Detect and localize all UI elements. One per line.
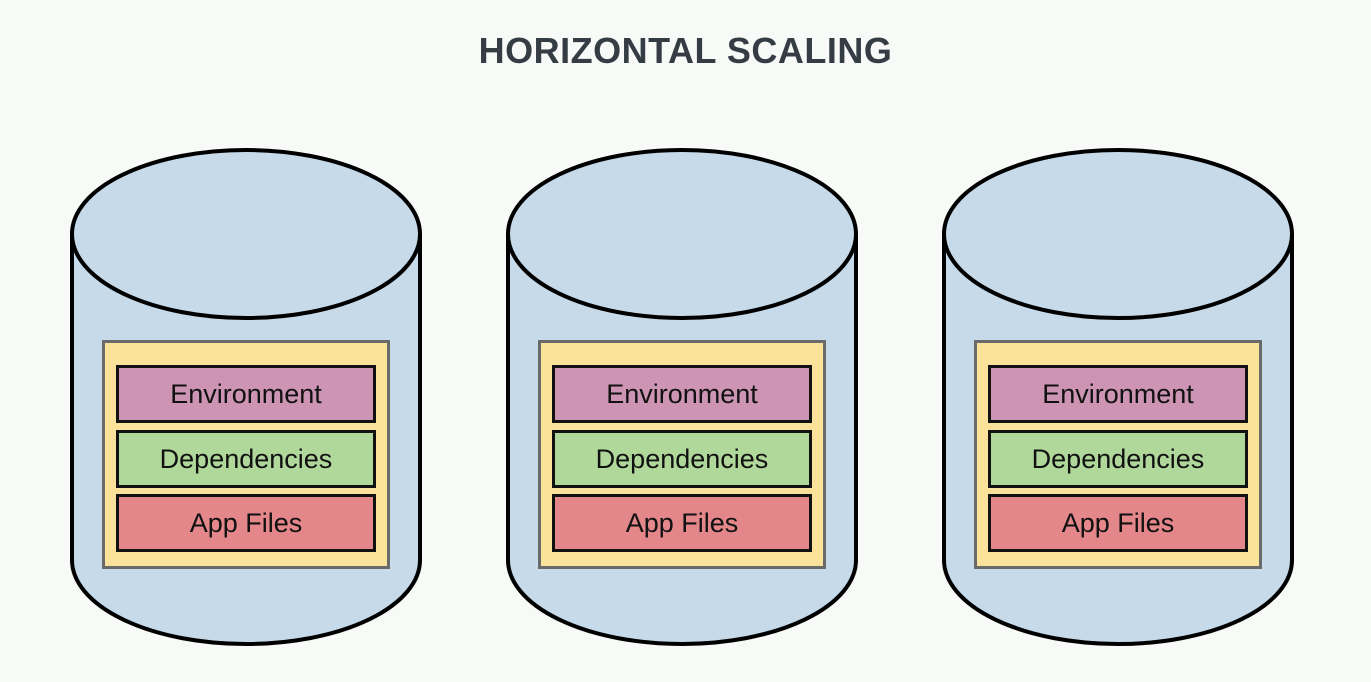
app-files-layer: App Files [116, 494, 376, 552]
dependencies-layer: Dependencies [988, 430, 1248, 488]
app-files-layer: App Files [988, 494, 1248, 552]
environment-layer: Environment [988, 365, 1248, 423]
dependencies-layer: Dependencies [552, 430, 812, 488]
diagram-title: HORIZONTAL SCALING [478, 30, 893, 71]
container-stack: Environment Dependencies App Files [974, 340, 1262, 569]
container-stack: Environment Dependencies App Files [538, 340, 826, 569]
environment-layer: Environment [552, 365, 812, 423]
container-stack: Environment Dependencies App Files [102, 340, 390, 569]
dependencies-layer: Dependencies [116, 430, 376, 488]
app-files-layer: App Files [552, 494, 812, 552]
server-cylinder-3: Environment Dependencies App Files [940, 148, 1296, 648]
server-cylinder-2: Environment Dependencies App Files [504, 148, 860, 648]
environment-layer: Environment [116, 365, 376, 423]
server-cylinder-1: Environment Dependencies App Files [68, 148, 424, 648]
